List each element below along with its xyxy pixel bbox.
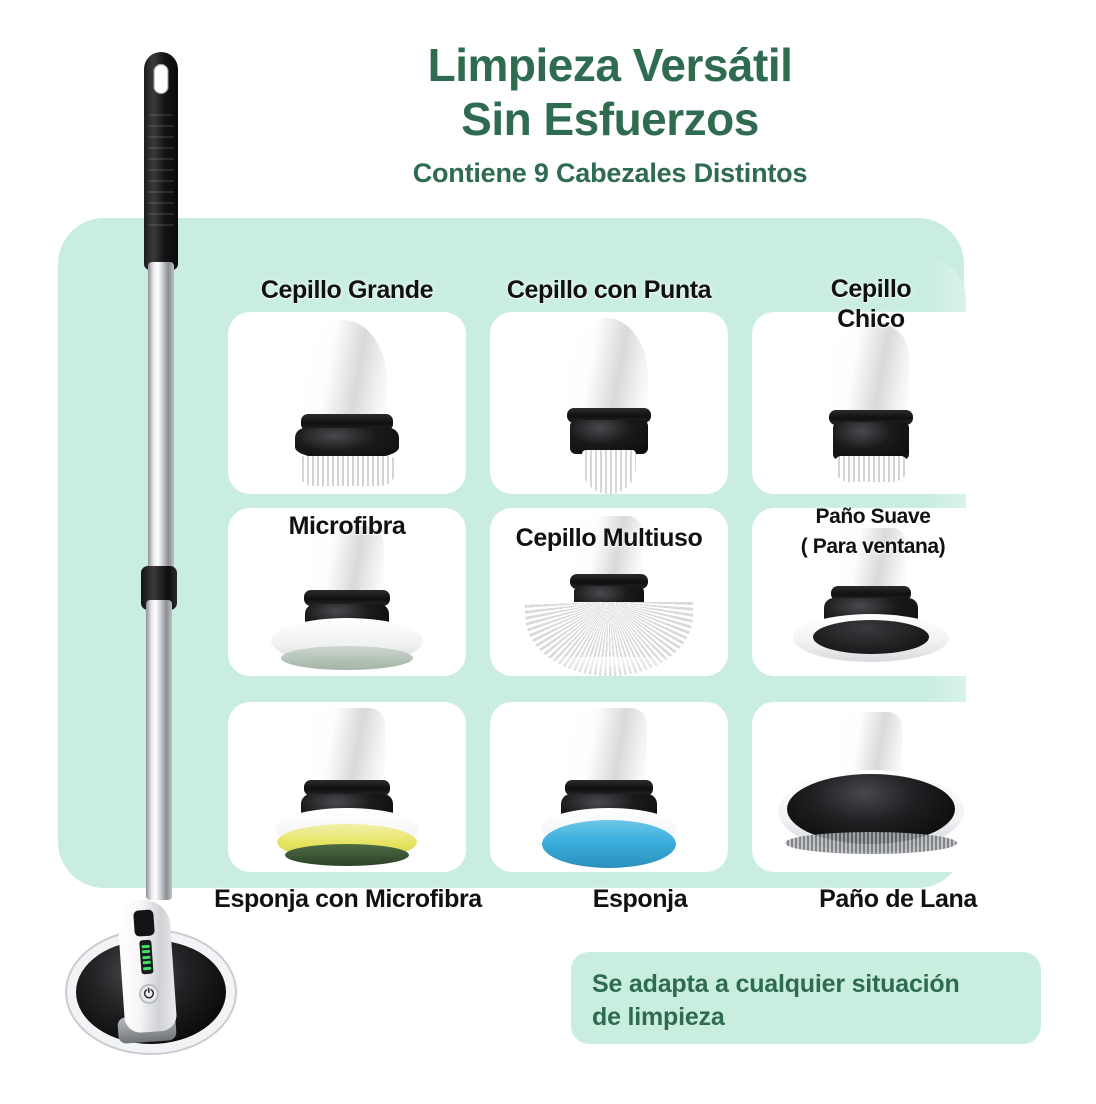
footer-badge <box>571 952 1041 1044</box>
label-pano-suave: Paño Suave ( Para ventana) <box>752 502 994 562</box>
attachment-card-cepillo-grande <box>228 312 466 494</box>
handle-grip <box>144 52 178 270</box>
small-brush-art <box>752 322 990 494</box>
headline-block: Limpieza Versátil Sin Esfuerzos Contiene… <box>250 38 970 189</box>
pointed-brush-art <box>490 318 728 494</box>
footer-line-2: de limpieza <box>592 1003 725 1031</box>
display-window <box>133 909 155 937</box>
label-cepillo-con-punta: Cepillo con Punta <box>506 276 712 304</box>
title-line-1: Limpieza Versátil <box>427 39 793 91</box>
motor-unit: ⏻ <box>116 898 178 1034</box>
blue-sponge-art <box>490 708 728 872</box>
subtitle: Contiene 9 Cabezales Distintos <box>412 158 808 188</box>
attachment-card-esponja-con-microfibra <box>228 702 466 872</box>
attachment-card-esponja <box>490 702 728 872</box>
attachment-card-microfibra <box>228 508 466 676</box>
attachment-card-cepillo-chico <box>752 312 990 494</box>
label-cepillo-chico: Cepillo Chico <box>752 274 990 334</box>
microfiber-pad-art <box>228 526 466 676</box>
label-cepillo-chico-line2: Chico <box>837 305 905 333</box>
label-microfibra: Microfibra <box>288 512 406 540</box>
footer-text: Se adapta a cualquier situación de limpi… <box>592 968 1042 1034</box>
fan-brush-art <box>490 516 728 676</box>
attachment-grid <box>228 312 990 872</box>
label-esponja: Esponja <box>592 885 688 913</box>
label-pano-de-lana: Paño de Lana <box>819 885 977 913</box>
label-pano-suave-line2: ( Para ventana) <box>800 535 946 558</box>
soft-cloth-pad-art <box>752 528 990 676</box>
label-esponja-con-microfibra: Esponja con Microfibra <box>214 885 482 913</box>
label-cepillo-chico-line1: Cepillo <box>830 275 912 303</box>
battery-indicator <box>139 939 154 975</box>
wool-pad-art <box>752 712 990 872</box>
flat-bristle-brush-art <box>228 318 466 494</box>
attachment-card-pano-de-lana <box>752 702 990 872</box>
attachment-card-cepillo-multiuso <box>490 508 728 676</box>
footer-line-1: Se adapta a cualquier situación <box>592 970 960 998</box>
power-button-icon[interactable]: ⏻ <box>138 983 160 1005</box>
label-cepillo-grande: Cepillo Grande <box>260 276 434 304</box>
title-line-2: Sin Esfuerzos <box>461 93 759 145</box>
attachment-card-cepillo-con-punta <box>490 312 728 494</box>
attachment-card-pano-suave <box>752 508 990 676</box>
label-pano-suave-line1: Paño Suave <box>815 505 931 528</box>
yellow-sponge-art <box>228 708 466 872</box>
label-cepillo-multiuso: Cepillo Multiuso <box>515 524 703 552</box>
pole-shaft-lower <box>146 600 172 900</box>
hanging-hole-icon <box>153 64 169 94</box>
pole-shaft-upper <box>148 262 174 580</box>
grip-ribs <box>148 114 174 234</box>
